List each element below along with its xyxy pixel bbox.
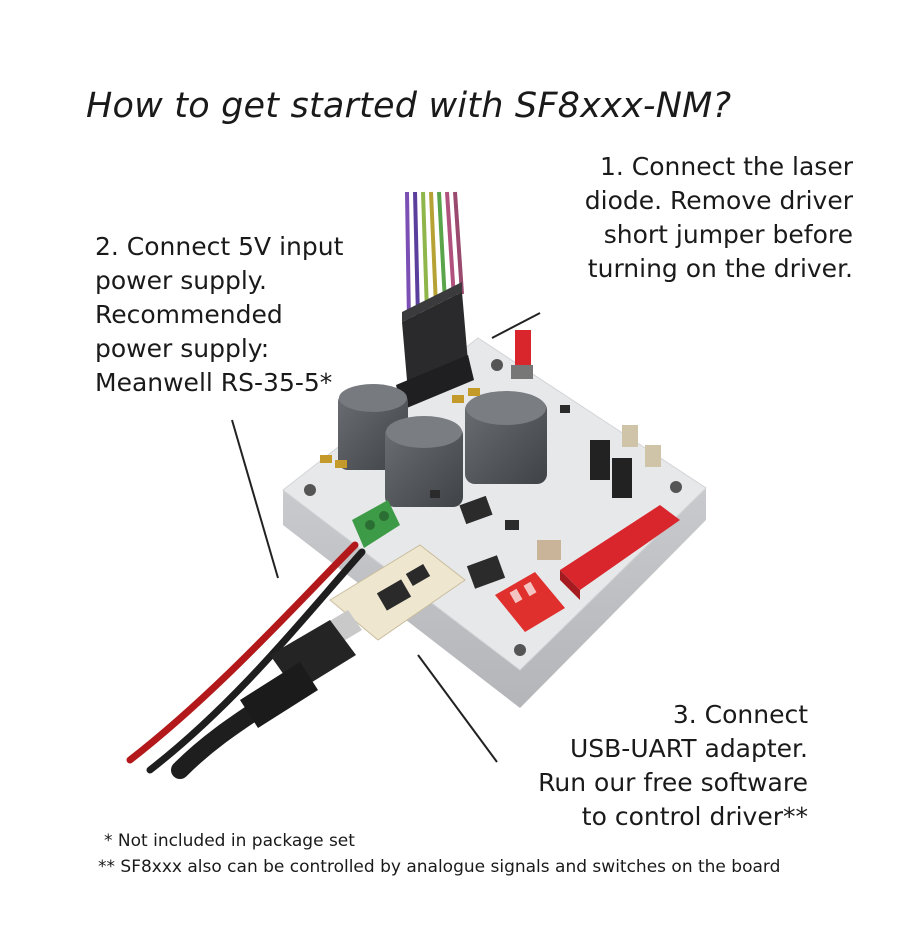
leader-line-step1 <box>491 312 541 339</box>
laser-diode-wires <box>405 191 464 323</box>
power-terminal <box>352 500 400 548</box>
footnote-2: ** SF8xxx also can be controlled by anal… <box>98 857 781 877</box>
analogue-header <box>560 505 680 600</box>
board-base-side <box>283 488 706 708</box>
page-title: How to get started with SF8xxx-NM? <box>86 86 732 126</box>
jumpers-black <box>590 425 661 498</box>
dip-switch <box>495 572 565 632</box>
leader-line-step2 <box>231 419 279 579</box>
inductors <box>338 384 547 507</box>
wire-connector <box>396 282 474 410</box>
leader-line-step3 <box>417 654 498 763</box>
usb-plug <box>240 620 356 728</box>
footnote-1: * Not included in package set <box>104 831 355 851</box>
smd-components <box>320 388 570 589</box>
laser-jumper <box>511 330 533 379</box>
push-button <box>537 540 561 560</box>
step-2-text: 2. Connect 5V input power supply. Recomm… <box>95 232 344 397</box>
step-1-text: 1. Connect the laser diode. Remove drive… <box>584 152 853 283</box>
step-3-text: 3. Connect USB-UART adapter. Run our fre… <box>538 700 808 831</box>
